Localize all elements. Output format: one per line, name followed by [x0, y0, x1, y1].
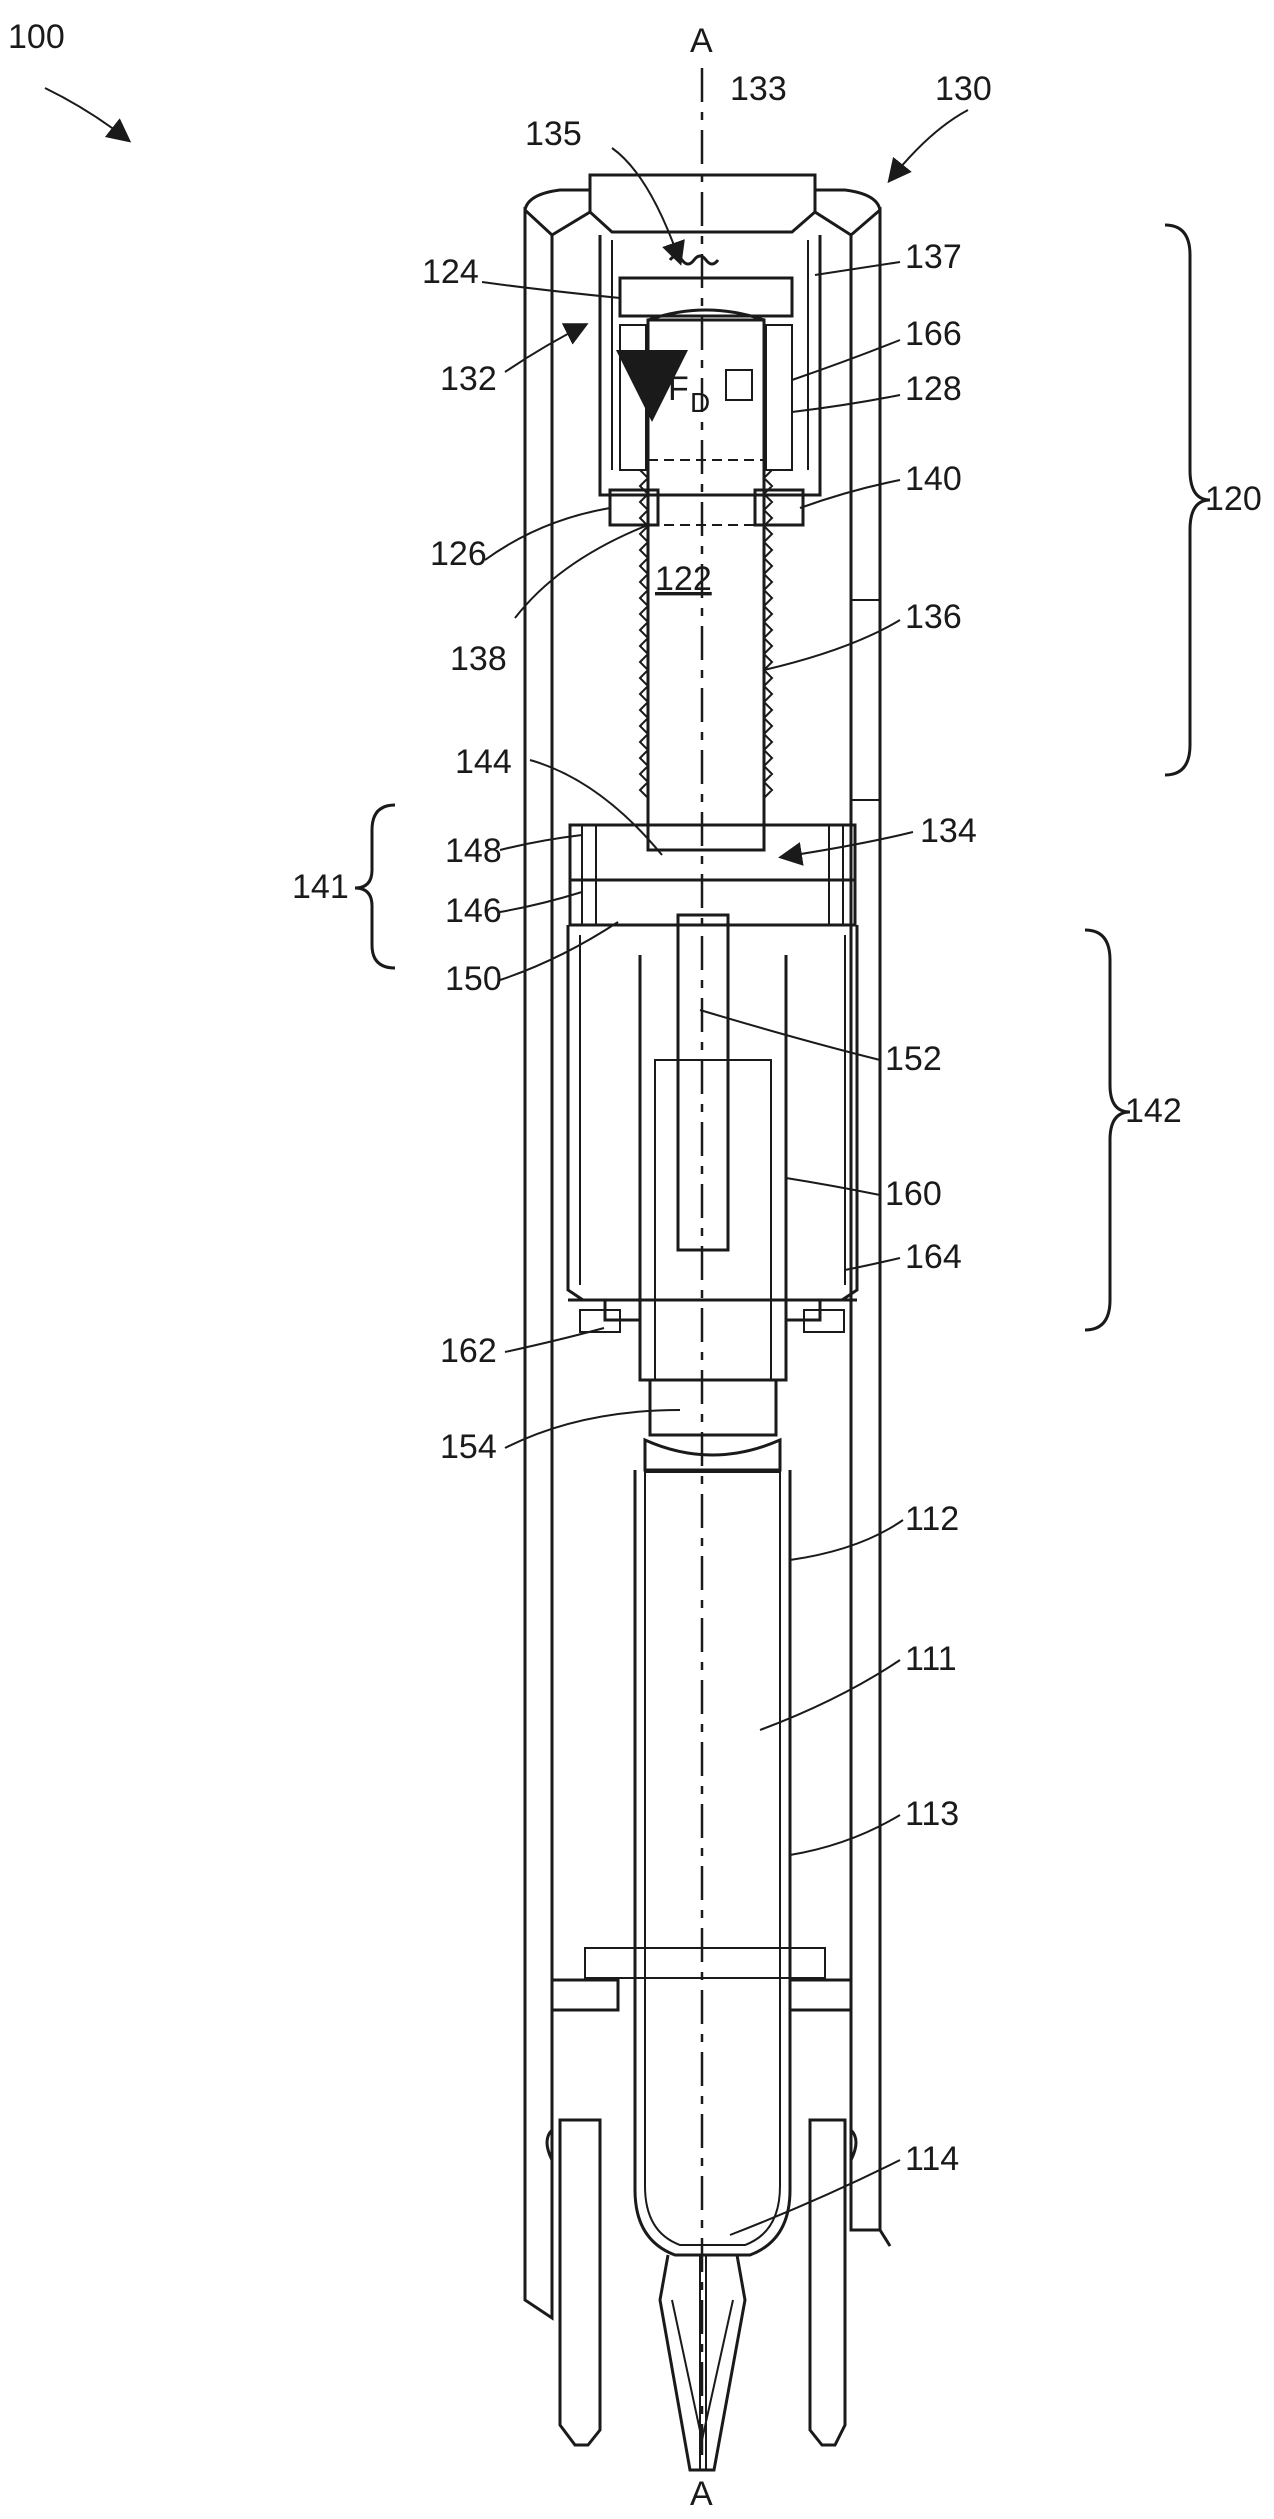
- label-120: 120: [1205, 480, 1262, 518]
- label-100: 100: [8, 18, 65, 56]
- medicament-cartridge: [635, 1470, 790, 2255]
- gear-housing: [568, 915, 857, 1380]
- label-136: 136: [905, 598, 962, 636]
- label-137: 137: [905, 238, 962, 276]
- push-button-cap: [590, 175, 820, 495]
- clutch-assembly: [570, 825, 855, 925]
- label-113: 113: [905, 1795, 959, 1833]
- label-fd-sub: D: [690, 387, 710, 418]
- label-114: 114: [905, 2140, 959, 2178]
- label-128: 128: [905, 370, 962, 408]
- label-fd-f: F: [668, 370, 689, 408]
- label-140: 140: [905, 460, 962, 498]
- label-164: 164: [905, 1238, 962, 1276]
- label-133: 133: [730, 70, 787, 108]
- label-154: 154: [440, 1428, 497, 1466]
- label-111: 111: [905, 1640, 957, 1678]
- label-148: 148: [445, 832, 502, 870]
- label-126: 126: [430, 535, 487, 573]
- brace-141: [355, 805, 395, 968]
- label-112: 112: [905, 1500, 959, 1538]
- brace-142: [1085, 930, 1130, 1330]
- label-124: 124: [422, 253, 479, 291]
- leader-lines: [45, 88, 968, 2235]
- label-134: 134: [920, 812, 977, 850]
- label-130: 130: [935, 70, 992, 108]
- label-160: 160: [885, 1175, 942, 1213]
- label-138: 138: [450, 640, 507, 678]
- label-150: 150: [445, 960, 502, 998]
- label-132: 132: [440, 360, 497, 398]
- label-144: 144: [455, 743, 512, 781]
- label-166: 166: [905, 315, 962, 353]
- label-141: 141: [292, 868, 349, 906]
- label-135: 135: [525, 115, 582, 153]
- brace-120: [1165, 225, 1210, 775]
- label-122: 122: [655, 560, 712, 598]
- label-142: 142: [1125, 1092, 1182, 1130]
- label-162: 162: [440, 1332, 497, 1370]
- button-spring: [670, 256, 718, 264]
- label-146: 146: [445, 892, 502, 930]
- label-152: 152: [885, 1040, 942, 1078]
- label-axis-top: A: [690, 22, 713, 60]
- plunger: [645, 1380, 780, 1470]
- label-axis-bottom: A: [690, 2475, 713, 2513]
